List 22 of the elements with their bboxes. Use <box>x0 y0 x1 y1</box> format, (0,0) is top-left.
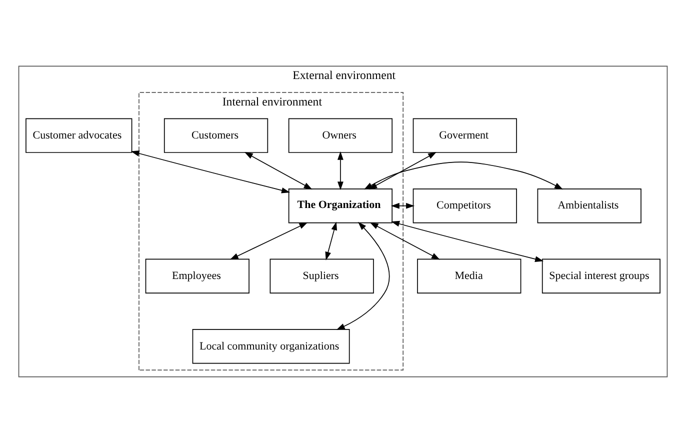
node-box: The Organization <box>288 188 393 224</box>
node-box: Goverment <box>412 118 517 153</box>
node-box: Customer advocates <box>26 118 132 153</box>
node-box: Ambientalists <box>537 188 642 224</box>
arrow <box>336 222 390 330</box>
node-box: Employees <box>145 258 250 294</box>
arrow <box>230 222 308 260</box>
arrow <box>130 150 290 194</box>
arrow <box>370 222 440 260</box>
node-box: Local community organizations <box>192 329 350 364</box>
arrow <box>325 222 338 260</box>
node-box: Owners <box>288 118 393 153</box>
node-box: Media <box>417 258 522 294</box>
arrow <box>390 202 415 209</box>
node-box: Special interest groups <box>542 258 660 294</box>
node-box: Competitors <box>412 188 517 224</box>
arrow <box>244 152 312 190</box>
arrow <box>368 152 437 190</box>
arrow <box>338 151 344 190</box>
arrow <box>391 220 544 262</box>
node-box: Supliers <box>270 258 374 294</box>
node-box: Customers <box>164 118 268 153</box>
